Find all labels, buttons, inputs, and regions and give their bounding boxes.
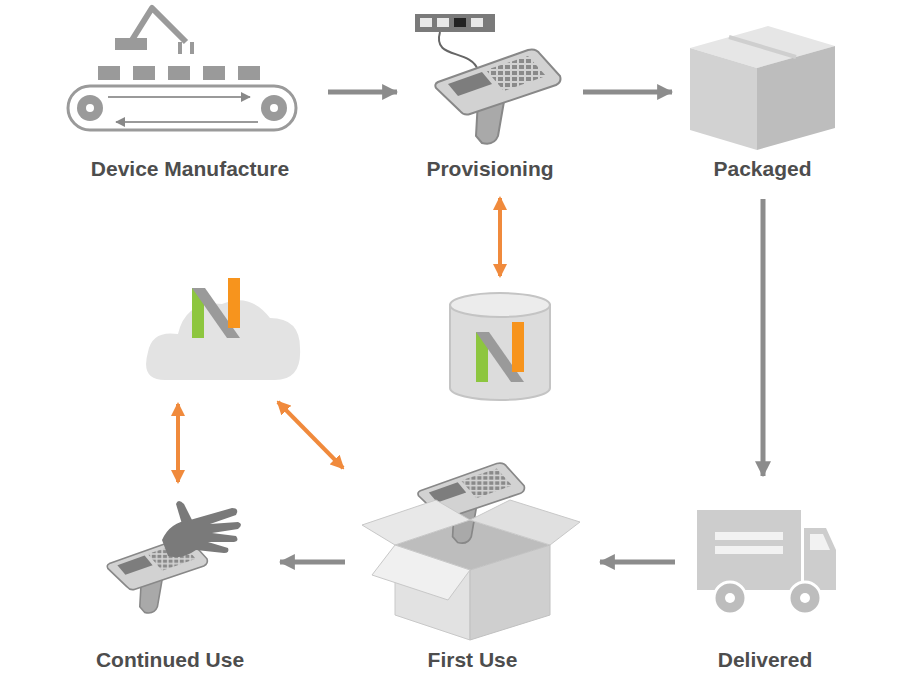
stage-node: Delivered xyxy=(685,490,845,676)
stage-label: Provisioning xyxy=(426,157,553,181)
provisioning-station xyxy=(415,14,561,144)
conveyor-belt xyxy=(68,8,296,130)
stage-label: Device Manufacture xyxy=(91,157,289,181)
stage-node: Packaged xyxy=(680,0,845,185)
stage-label: Continued Use xyxy=(96,648,244,672)
flow-arrow xyxy=(761,199,766,476)
stage-node: First Use xyxy=(355,455,590,676)
open-box xyxy=(362,463,580,640)
stage-node: Continued Use xyxy=(70,490,270,676)
stage-label: Delivered xyxy=(718,648,813,672)
hand-with-scanner xyxy=(107,501,241,613)
stage-node: Device Manufacture xyxy=(60,0,320,185)
stage-label: First Use xyxy=(428,648,518,672)
stage-label: Packaged xyxy=(713,157,811,181)
database-cylinder xyxy=(450,293,550,400)
stage-node: Provisioning xyxy=(405,0,575,185)
cloud-service xyxy=(146,278,300,380)
flow-arrow xyxy=(328,90,397,95)
flow-arrow xyxy=(280,560,345,565)
delivery-truck xyxy=(697,510,836,614)
flow-arrow xyxy=(600,560,675,565)
flow-arrow xyxy=(583,90,672,95)
package-box xyxy=(690,26,835,150)
